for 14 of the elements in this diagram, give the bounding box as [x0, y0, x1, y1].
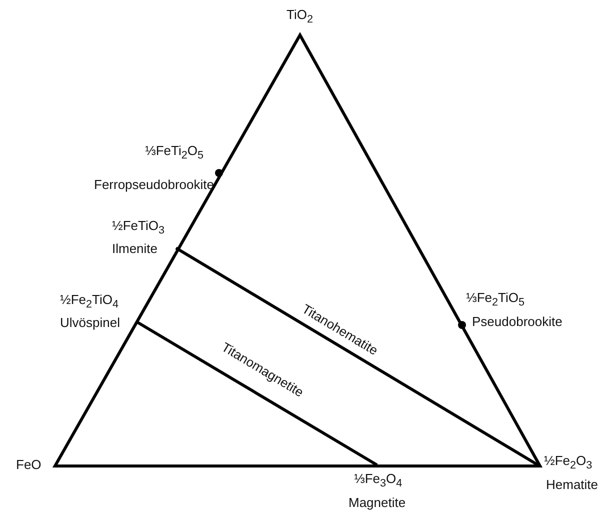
formula-label: ½Fe$_{2}$TiO$_{4}$	[60, 293, 119, 312]
formula-label: ⅓Fe$_{2}$TiO$_{5}$	[466, 291, 525, 310]
mineral-label: Ferropseudobrookite	[94, 178, 214, 192]
mineral-label: Magnetite	[348, 496, 406, 510]
vertex-label: FeO	[16, 458, 42, 472]
formula-label: ½FeTiO$_{3}$	[112, 219, 165, 238]
mineral-label: Ulvöspinel	[60, 316, 120, 330]
formula-label: ½Fe$_{2}$O$_{3}$	[544, 454, 592, 472]
mineral-label: Hematite	[546, 478, 598, 492]
vertex-label: TiO$_{2}$	[286, 8, 313, 26]
mineral-label: Pseudobrookite	[472, 315, 562, 330]
mineral-label: Ilmenite	[112, 242, 158, 256]
formula-label: ⅓FeTi$_{2}$O$_{5}$	[145, 144, 204, 162]
formula-label: ⅓Fe$_{3}$O$_{4}$	[354, 472, 402, 490]
